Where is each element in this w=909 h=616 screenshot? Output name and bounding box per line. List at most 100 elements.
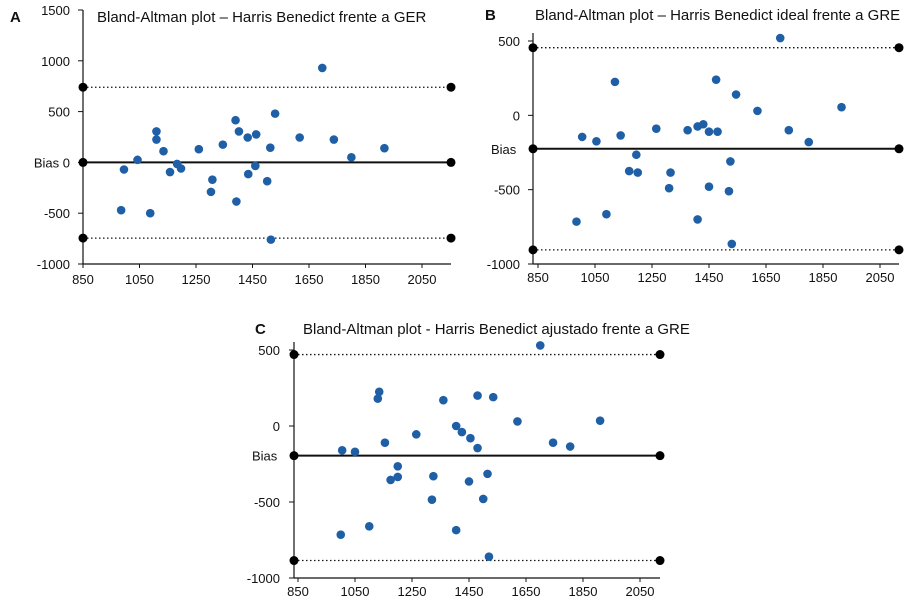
x-tick-label: 850 bbox=[287, 584, 309, 599]
data-point bbox=[373, 394, 383, 403]
data-point bbox=[208, 175, 217, 184]
lower-loa-line-left-marker bbox=[289, 556, 299, 566]
data-point bbox=[633, 168, 643, 177]
data-point bbox=[727, 239, 737, 249]
x-tick-label: 1850 bbox=[809, 270, 838, 285]
data-point bbox=[317, 63, 327, 73]
upper-loa-line-right-marker bbox=[894, 43, 904, 53]
data-point bbox=[337, 446, 347, 455]
data-point bbox=[488, 392, 498, 402]
upper-loa-line-left-marker bbox=[528, 43, 538, 53]
data-point bbox=[350, 447, 360, 457]
data-point bbox=[451, 525, 461, 535]
y-tick-label: 500 bbox=[498, 34, 520, 49]
data-point bbox=[231, 115, 240, 125]
data-point bbox=[439, 395, 448, 405]
data-point bbox=[724, 186, 734, 196]
data-point bbox=[693, 215, 702, 224]
bias-label: Bias bbox=[491, 142, 517, 157]
data-point bbox=[683, 125, 692, 135]
y-tick-label: -500 bbox=[494, 183, 520, 198]
data-point bbox=[466, 433, 475, 443]
panel-letter: A bbox=[10, 9, 21, 26]
data-point bbox=[380, 438, 390, 448]
data-point bbox=[572, 217, 581, 226]
data-point bbox=[206, 187, 216, 197]
data-point bbox=[565, 442, 575, 451]
data-point bbox=[624, 166, 634, 176]
y-tick-label: 0 bbox=[513, 108, 520, 123]
data-point bbox=[265, 143, 275, 152]
x-tick-label: 1650 bbox=[512, 584, 541, 599]
x-tick-label: 1650 bbox=[295, 272, 324, 287]
y-tick-label: 1000 bbox=[41, 54, 70, 69]
chart-title: Bland-Altman plot - Harris Benedict ajus… bbox=[303, 321, 690, 338]
data-point bbox=[484, 552, 494, 562]
data-point bbox=[165, 167, 175, 177]
x-tick-label: 850 bbox=[72, 272, 94, 287]
data-point bbox=[595, 416, 605, 425]
data-point bbox=[704, 182, 714, 191]
x-tick-label: 2050 bbox=[408, 272, 437, 287]
data-point bbox=[704, 127, 714, 136]
lower-loa-line-left-marker bbox=[528, 245, 538, 255]
lower-loa-line-right-marker bbox=[446, 233, 456, 243]
x-tick-label: 1250 bbox=[638, 270, 667, 285]
panel-letter: B bbox=[485, 7, 496, 24]
data-point bbox=[632, 150, 641, 160]
data-point bbox=[295, 133, 304, 142]
data-point bbox=[176, 164, 186, 173]
y-tick-label: 500 bbox=[258, 343, 280, 358]
y-tick-label: 500 bbox=[48, 105, 70, 120]
x-tick-label: 2050 bbox=[626, 584, 655, 599]
data-point bbox=[666, 168, 675, 177]
bias-line-right-marker bbox=[894, 144, 904, 154]
data-point bbox=[159, 146, 168, 156]
data-point bbox=[262, 176, 272, 186]
x-tick-label: 1450 bbox=[455, 584, 484, 599]
x-tick-label: 850 bbox=[527, 270, 549, 285]
y-tick-label: 1500 bbox=[41, 3, 70, 18]
data-point bbox=[133, 155, 142, 165]
x-tick-label: 1250 bbox=[182, 272, 211, 287]
data-point bbox=[711, 75, 721, 84]
y-tick-label: -500 bbox=[254, 495, 280, 510]
y-tick-label: 0 bbox=[273, 419, 280, 434]
bias-line-left-marker bbox=[289, 451, 299, 461]
data-point bbox=[152, 135, 161, 144]
lower-loa-line-left-marker bbox=[78, 233, 88, 243]
data-point bbox=[234, 127, 244, 136]
data-point bbox=[270, 109, 280, 118]
data-point bbox=[699, 119, 708, 129]
x-tick-label: 1050 bbox=[125, 272, 154, 287]
data-point bbox=[478, 494, 488, 504]
panel-b: B Bland-Altman plot – Harris Benedict ide… bbox=[485, 7, 904, 285]
data-point bbox=[726, 157, 735, 166]
upper-loa-line-right-marker bbox=[655, 350, 665, 360]
data-point bbox=[616, 131, 625, 140]
chart-title: Bland-Altman plot – Harris Benedict idea… bbox=[535, 7, 900, 24]
data-point bbox=[464, 477, 474, 486]
x-tick-label: 1450 bbox=[695, 270, 724, 285]
data-point bbox=[535, 341, 545, 350]
x-tick-label: 1650 bbox=[752, 270, 781, 285]
bias-label: Bias bbox=[252, 449, 278, 464]
x-tick-label: 1850 bbox=[569, 584, 598, 599]
y-tick-label: -1000 bbox=[37, 257, 70, 272]
data-point bbox=[380, 143, 389, 153]
data-point bbox=[837, 102, 846, 112]
data-point bbox=[251, 130, 261, 139]
data-point bbox=[218, 140, 228, 149]
bias-line-right-marker bbox=[446, 157, 456, 167]
data-point bbox=[411, 430, 421, 439]
y-tick-label: -500 bbox=[44, 206, 70, 221]
upper-loa-line-right-marker bbox=[446, 82, 456, 92]
data-point bbox=[610, 77, 620, 87]
data-point bbox=[251, 161, 260, 171]
data-point bbox=[664, 183, 674, 193]
bias-line-right-marker bbox=[655, 451, 665, 461]
upper-loa-line-left-marker bbox=[78, 82, 88, 92]
data-point bbox=[473, 443, 482, 453]
data-point bbox=[336, 530, 346, 539]
